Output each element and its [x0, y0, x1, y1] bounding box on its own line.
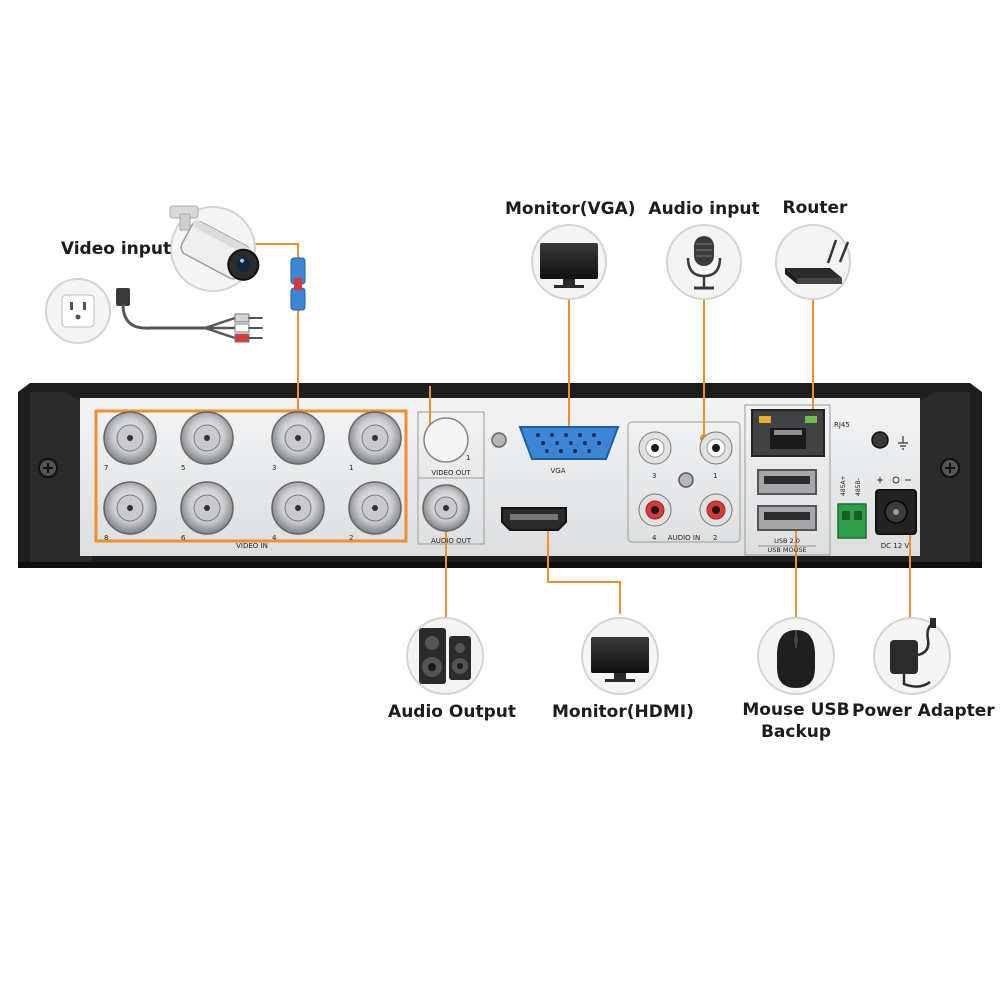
- bnc-connector-5: [180, 411, 234, 465]
- audio-in-label: AUDIO IN: [668, 534, 700, 542]
- rs485-terminal-block: [837, 503, 867, 539]
- bnc-number: 7: [104, 464, 108, 472]
- bnc-number: 4: [272, 534, 277, 542]
- video-out-label: VIDEO OUT: [431, 469, 471, 477]
- monitor-vga-label: Monitor(VGA): [505, 199, 636, 219]
- hdmi-port: [501, 507, 567, 531]
- mouse-icon: [757, 617, 835, 695]
- rca-jack-1: [699, 431, 733, 465]
- bnc-connector-8: [103, 481, 157, 535]
- dc-power-jack: [875, 489, 917, 535]
- usb-port-bottom: [757, 505, 817, 531]
- video-in-highlight-box: [94, 409, 408, 543]
- power-adapter-label: Power Adapter: [852, 701, 995, 721]
- audio-in-number: 4: [652, 534, 657, 542]
- microphone-icon: [666, 224, 742, 300]
- bnc-connector-7: [103, 411, 157, 465]
- audio-in-block: 3 1 4 2 AUDIO IN: [627, 421, 741, 543]
- power-cable-icon: [116, 288, 263, 343]
- power-block: 485A+ 485B- DC 12 V: [837, 431, 917, 550]
- video-out-number: 1: [466, 454, 470, 462]
- audio-out-label: AUDIO OUT: [431, 537, 472, 545]
- monitor-hdmi-label: Monitor(HDMI): [552, 702, 694, 722]
- bnc-connector-4: [271, 481, 325, 535]
- speakers-icon: [406, 617, 484, 695]
- audio-in-number: 3: [652, 472, 656, 480]
- usb-label-top: USB 2.0: [774, 537, 800, 545]
- bnc-connector-2: [348, 481, 402, 535]
- vga-port: VGA: [491, 426, 620, 475]
- bnc-connector-6: [180, 481, 234, 535]
- ground-symbol-icon: [898, 436, 908, 450]
- bnc-connector-1: [348, 411, 402, 465]
- vga-label: VGA: [550, 467, 565, 475]
- bnc-number: 8: [104, 534, 108, 542]
- video-input-label: Video input: [60, 239, 172, 259]
- monitor-hdmi-icon: [581, 617, 659, 695]
- camera-input-group: [45, 205, 306, 344]
- bnc-number: 6: [181, 534, 186, 542]
- rj45-port: [751, 409, 825, 457]
- router-label: Router: [782, 198, 848, 218]
- bnc-video-inputs: 7 5 3 1 8 6 4 2 VIDEO IN: [103, 411, 402, 550]
- rs485-label: 485A+: [840, 475, 847, 496]
- mouse-usb-label-line1: Mouse USB: [742, 700, 850, 720]
- bnc-connector-3: [271, 411, 325, 465]
- audio-in-number: 2: [713, 534, 717, 542]
- wall-outlet-icon: [45, 278, 111, 344]
- audio-input-label: Audio input: [648, 199, 760, 219]
- rca-jack-3: [638, 431, 672, 465]
- video-audio-out-block: 1 VIDEO OUT AUDIO OUT: [417, 411, 485, 545]
- bnc-number: 3: [272, 464, 276, 472]
- usb-port-top: [757, 469, 817, 495]
- ground-screw-icon: [871, 431, 889, 449]
- rca-jack-4: [638, 493, 672, 527]
- polarity-symbol-icon: [877, 477, 883, 483]
- rca-jack-2: [699, 493, 733, 527]
- screw-icon: [678, 472, 694, 488]
- router-icon: [775, 224, 851, 300]
- dc-label: DC 12 V: [881, 542, 910, 550]
- rj45-label: RJ45: [834, 421, 850, 429]
- bnc-number: 5: [181, 464, 185, 472]
- rs485-label: 485B-: [855, 478, 862, 496]
- bullet-camera-icon: [169, 205, 260, 292]
- audio-in-number: 1: [713, 472, 717, 480]
- audio-out-bnc-connector: [422, 484, 470, 532]
- mouse-usb-label-line2: Backup: [760, 722, 832, 742]
- bnc-number: 1: [349, 464, 353, 472]
- rj45-usb-block: RJ45 USB 2.0 USB MOUSE: [744, 404, 850, 556]
- monitor-vga-icon: [531, 224, 607, 300]
- bnc-number: 2: [349, 534, 353, 542]
- bnc-plug-icon: [290, 257, 306, 311]
- power-adapter-icon: [873, 617, 951, 695]
- usb-label-bottom: USB MOUSE: [767, 546, 806, 554]
- audio-output-label: Audio Output: [388, 702, 516, 722]
- video-in-label: VIDEO IN: [236, 542, 268, 550]
- video-out-plug-cap: [423, 417, 469, 463]
